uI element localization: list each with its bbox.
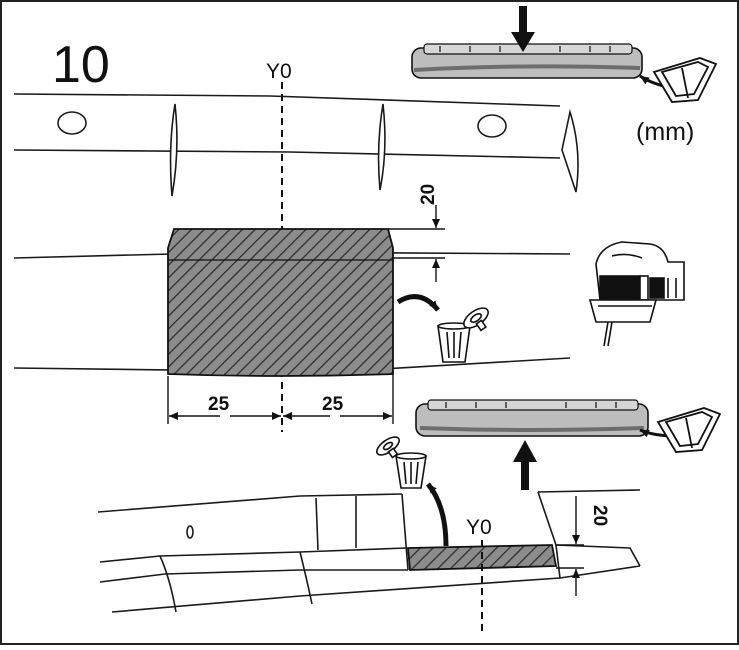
bottom-bumper: [97, 489, 641, 613]
dimension-20-bottom: [556, 496, 584, 596]
up-arrow-icon: [513, 440, 537, 490]
trash-bin-icon: [395, 452, 427, 489]
dimension-25-left-label: 25: [208, 394, 230, 415]
dimension-20-top: [388, 205, 445, 282]
dimension-20-top-label: 20: [418, 184, 439, 205]
hatched-cut-area-top: [167, 228, 394, 377]
parts-tray-icon: [656, 407, 722, 453]
panel-bottom: [415, 399, 649, 437]
trash-bin-icon: [437, 322, 471, 363]
discard-arrow-bottom: [426, 482, 449, 547]
screw-cap-icon: [376, 436, 400, 459]
y0-label-bottom: Y0: [466, 516, 492, 539]
dimension-25-right-label: 25: [322, 394, 344, 415]
top-strip: [13, 93, 579, 197]
dimension-20-bottom-label: 20: [589, 505, 610, 526]
step-number: 10: [52, 36, 110, 94]
y0-label-top: Y0: [266, 60, 292, 83]
screw-cap-icon: [463, 307, 489, 332]
panel-top: [411, 43, 643, 79]
parts-tray-icon: [652, 57, 718, 103]
discard-arrow-top: [396, 294, 440, 312]
unit-label: (mm): [636, 118, 694, 146]
jigsaw-icon: [588, 241, 685, 347]
dimension-25-bottom: [167, 374, 394, 424]
down-arrow-icon: [511, 6, 535, 52]
